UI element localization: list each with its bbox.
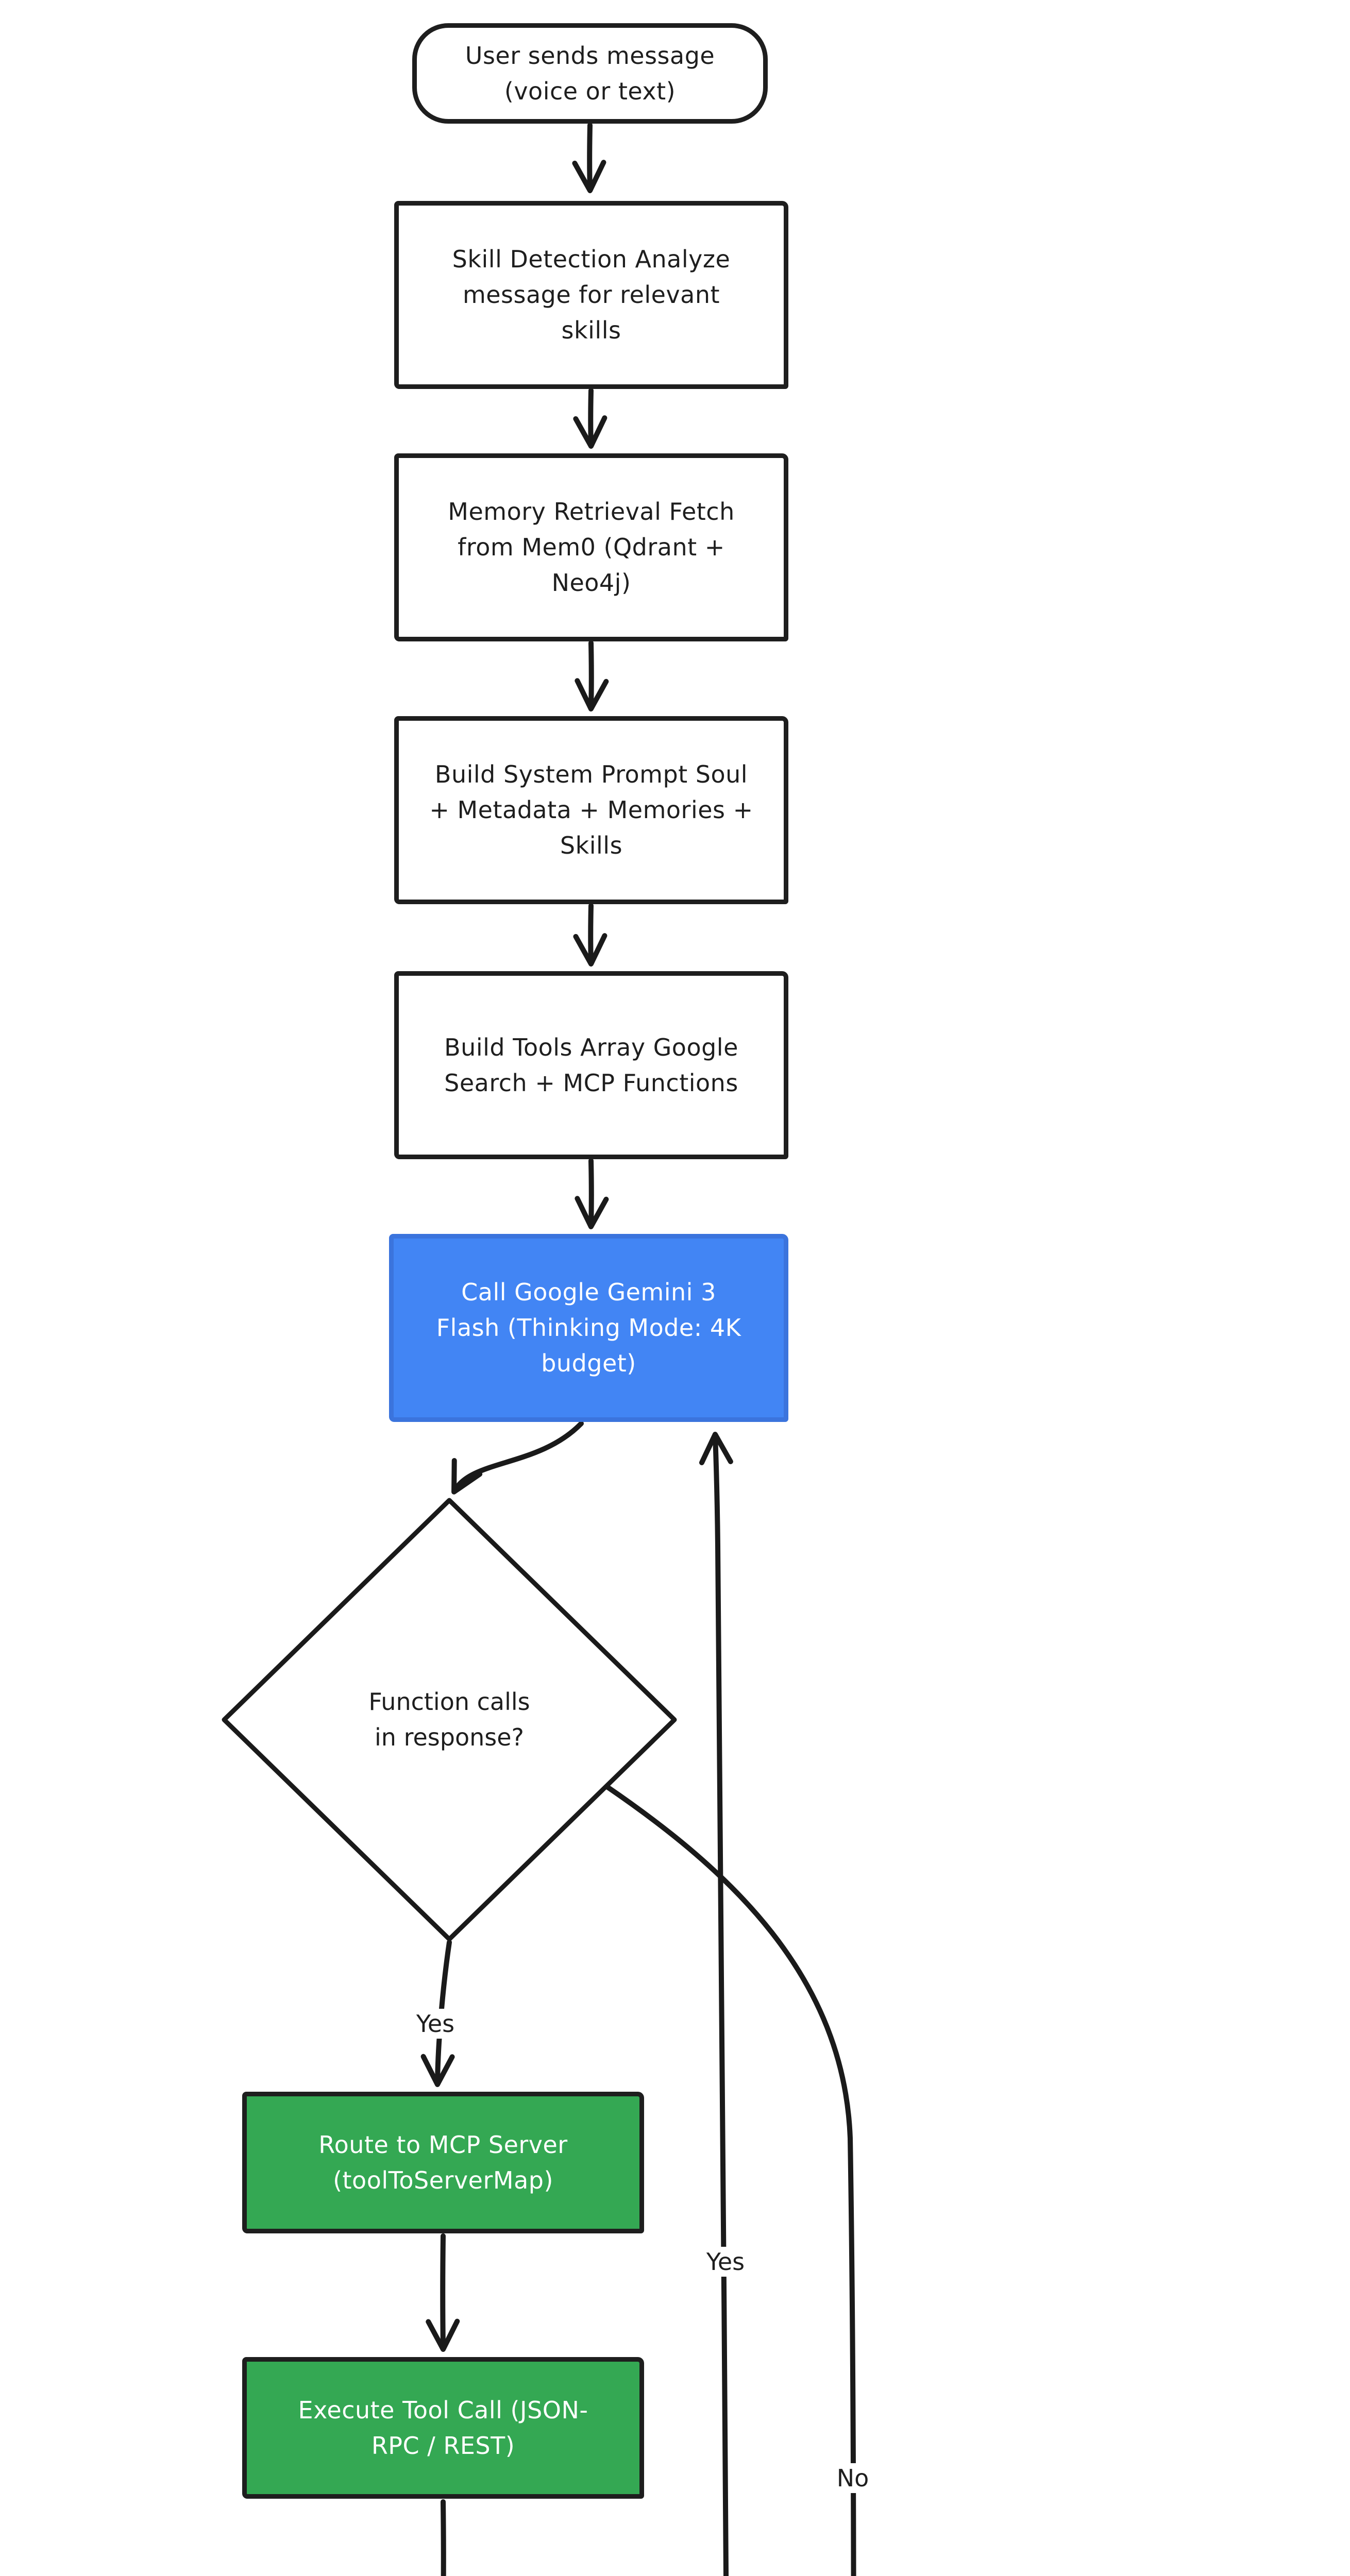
node-build-system-prompt: Build System Prompt Soul + Metadata + Me… [394,716,788,904]
edge-iteration-yes-to-gemini [699,1432,733,2576]
edge-memory-to-prompt [575,640,609,711]
node-call-gemini: Call Google Gemini 3 Flash (Thinking Mod… [389,1234,788,1422]
edge-prompt-to-tools [573,903,608,967]
edge-execute-to-addresult [441,2499,446,2576]
node-skill-detection: Skill Detection Analyze message for rele… [394,201,788,389]
edge-label-function-calls-yes: Yes [408,2009,463,2039]
edge-skill-to-memory [573,388,608,449]
node-user-sends-message: User sends message (voice or text) [412,23,768,124]
node-memory-retrieval: Memory Retrieval Fetch from Mem0 (Qdrant… [394,453,788,641]
node-execute-tool-call: Execute Tool Call (JSON- RPC / REST) [242,2357,644,2499]
node-build-tools-array: Build Tools Array Google Search + MCP Fu… [394,971,788,1159]
node-route-to-mcp-server: Route to MCP Server (toolToServerMap) [242,2092,644,2233]
edge-function-no-to-extract [604,1784,856,2576]
decision-function-calls-shape [222,1498,677,1942]
edge-tools-to-gemini [575,1158,609,1229]
decision-function-calls-label: Function calls in response? [368,1688,530,1751]
edge-label-function-calls-no: No [828,2463,878,2493]
edge-gemini-to-function-decision [451,1421,584,1495]
edge-start-to-skill [572,123,606,193]
edge-label-iteration-yes: Yes [698,2247,753,2277]
